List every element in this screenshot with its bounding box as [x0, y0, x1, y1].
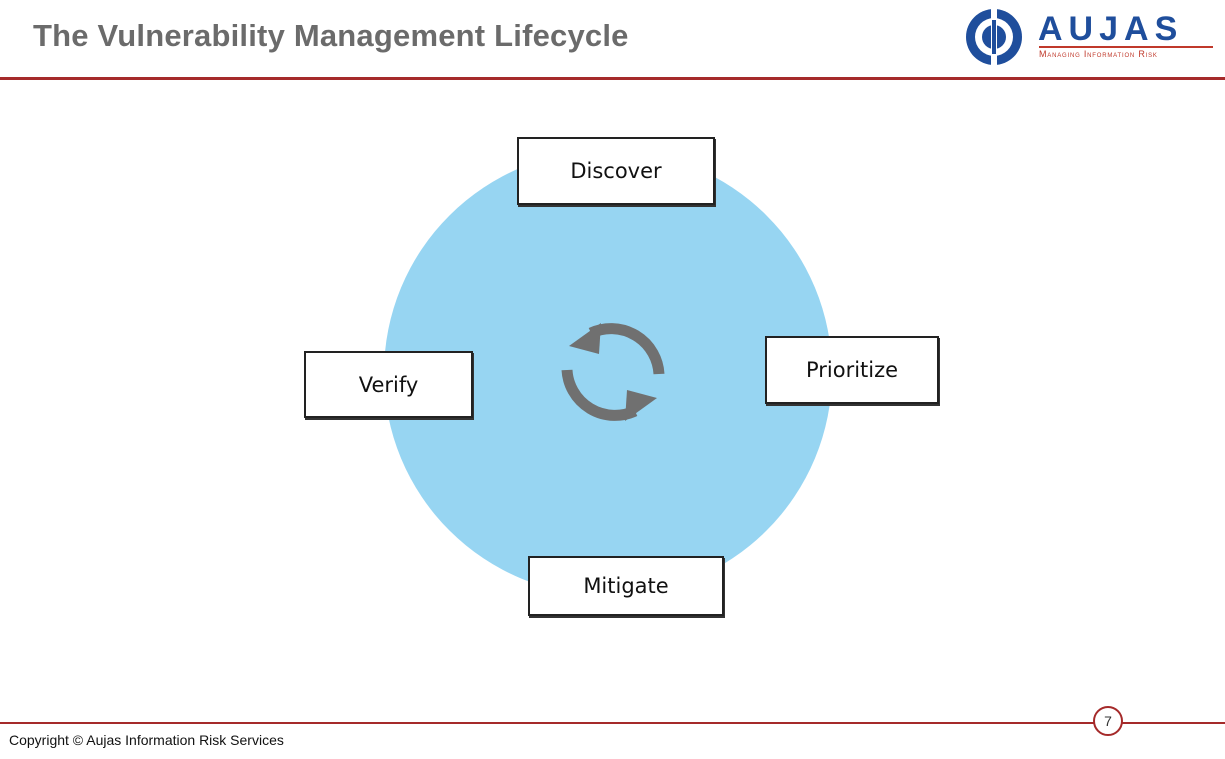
- stage-prioritize: Prioritize: [765, 336, 939, 404]
- stage-discover: Discover: [517, 137, 715, 205]
- stage-mitigate: Mitigate: [528, 556, 724, 616]
- logo-name: AUJAS: [1038, 10, 1184, 48]
- refresh-cycle-icon: [561, 323, 665, 421]
- stage-verify: Verify: [304, 351, 473, 418]
- footer-divider: [0, 722, 1225, 724]
- aujas-logo-mark-icon: [966, 8, 1022, 66]
- slide-title: The Vulnerability Management Lifecycle: [33, 18, 629, 53]
- logo-tagline: Managing Information Risk: [1039, 49, 1158, 59]
- company-logo: AUJAS Managing Information Risk: [963, 6, 1218, 68]
- copyright-text: Copyright © Aujas Information Risk Servi…: [9, 732, 284, 748]
- logo-rule: [1039, 46, 1213, 48]
- header-divider: [0, 77, 1225, 80]
- page-number: 7: [1093, 706, 1123, 736]
